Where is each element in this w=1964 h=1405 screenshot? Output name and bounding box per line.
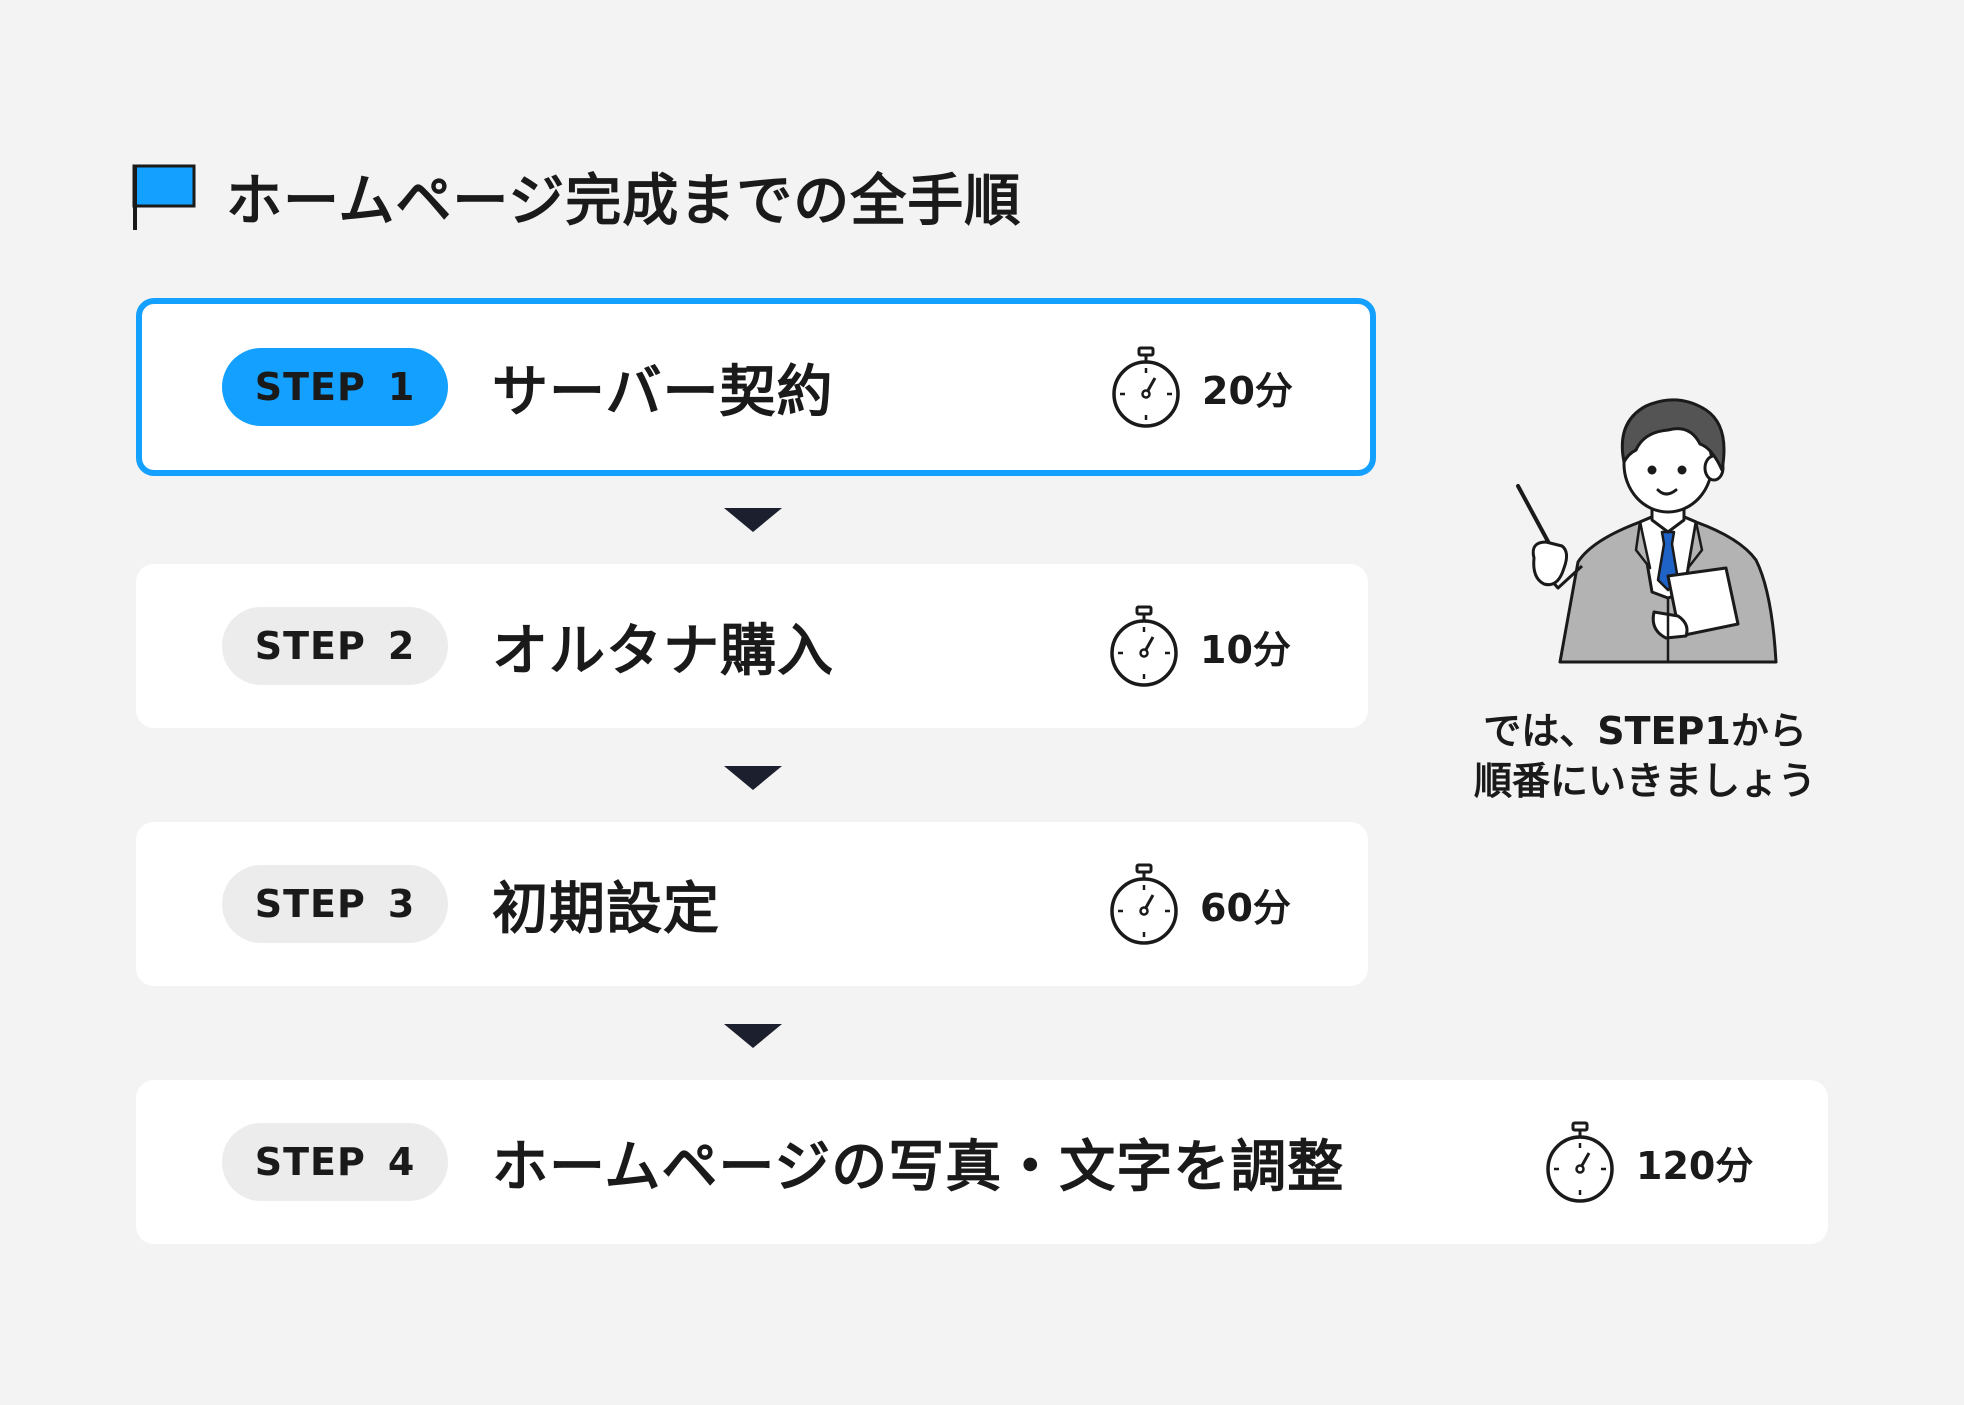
step-badge-2: STEP 2 [222, 607, 448, 685]
stopwatch-icon [1546, 1121, 1614, 1203]
step-number: 1 [387, 365, 416, 409]
step-number: 4 [387, 1140, 416, 1184]
step-number: 3 [387, 882, 416, 926]
step-number: 2 [387, 624, 416, 668]
step-label-2: オルタナ購入 [492, 618, 834, 684]
step-time-2: 10分 [1108, 605, 1291, 687]
step-badge-word: STEP [254, 882, 366, 926]
step-badge-4: STEP 4 [222, 1123, 448, 1201]
step-label-3: 初期設定 [492, 876, 720, 942]
flag-icon [132, 164, 196, 230]
speech-line-1: では、STEP1から [1483, 709, 1807, 753]
step-card-3[interactable]: STEP 3 初期設定 60分 [136, 822, 1368, 986]
step-badge-word: STEP [254, 1140, 366, 1184]
step-time-text: 10分 [1200, 627, 1291, 672]
step-time-4: 120分 [1544, 1121, 1753, 1203]
step-time-text: 120分 [1636, 1143, 1754, 1188]
step-card-2[interactable]: STEP 2 オルタナ購入 10分 [136, 564, 1368, 728]
step-card-1[interactable]: STEP 1 サーバー契約 20分 [136, 298, 1376, 476]
arrow-down-icon [724, 508, 782, 532]
step-badge-1: STEP 1 [222, 348, 448, 426]
step-badge-word: STEP [254, 365, 366, 409]
arrow-down-icon [724, 766, 782, 790]
stopwatch-icon [1110, 863, 1178, 945]
step-time-3: 60分 [1108, 863, 1291, 945]
step-time-1: 20分 [1110, 346, 1293, 428]
page-title: ホームページ完成までの全手順 [226, 168, 1022, 234]
teacher-illustration [1516, 398, 1778, 664]
step-time-text: 60分 [1200, 885, 1291, 930]
stopwatch-icon [1110, 605, 1178, 687]
step-card-4[interactable]: STEP 4 ホームページの写真・文字を調整 120分 [136, 1080, 1828, 1244]
step-label-1: サーバー契約 [492, 359, 834, 425]
arrow-down-icon [724, 1024, 782, 1048]
step-badge-3: STEP 3 [222, 865, 448, 943]
step-badge-word: STEP [254, 624, 366, 668]
speech-text: では、STEP1から 順番にいきましょう [1440, 706, 1850, 806]
page-header: ホームページ完成までの全手順 [132, 160, 1021, 234]
step-time-text: 20分 [1202, 368, 1293, 413]
step-label-4: ホームページの写真・文字を調整 [492, 1134, 1345, 1200]
stopwatch-icon [1112, 346, 1180, 428]
speech-line-2: 順番にいきましょう [1473, 759, 1816, 803]
